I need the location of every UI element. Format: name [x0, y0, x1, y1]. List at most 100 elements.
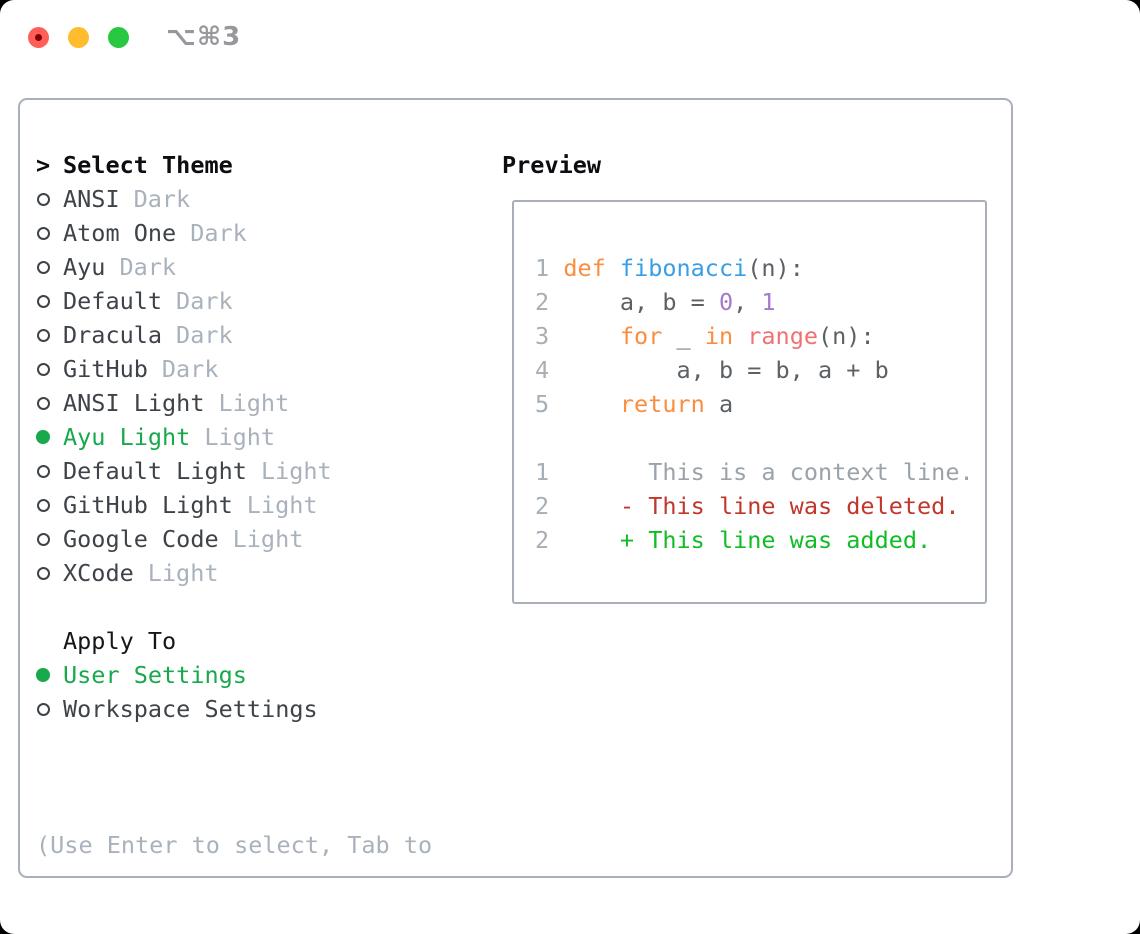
- option-label: User Settings: [63, 661, 247, 689]
- select-theme-title: Select Theme: [63, 151, 233, 179]
- radio-icon: [37, 362, 50, 376]
- close-dot-icon: [35, 34, 42, 41]
- option-label: ANSI Light: [63, 389, 205, 417]
- variant-tag: Dark: [133, 185, 191, 213]
- option-default[interactable]: Default Dark: [36, 284, 432, 318]
- variant-tag: Light: [246, 491, 318, 519]
- token-text: [733, 322, 747, 350]
- variant-tag: Dark: [119, 253, 177, 281]
- variant-tag: Light: [218, 389, 290, 417]
- option-ansi-light[interactable]: ANSI Light Light: [36, 386, 432, 420]
- token-constant: 0: [718, 288, 734, 316]
- radio-icon: [37, 294, 50, 308]
- token-constant: 1: [761, 288, 776, 316]
- code-line: 5 return a: [535, 387, 974, 421]
- variant-tag: Dark: [176, 287, 233, 315]
- variant-tag: Light: [204, 423, 276, 451]
- option-github-light[interactable]: GitHub Light Light: [36, 488, 432, 522]
- radio-icon: [37, 328, 50, 342]
- token-text: [606, 254, 620, 282]
- help-text-line: (Use Enter to select, Tab to: [36, 831, 433, 859]
- token-special: range: [747, 322, 819, 350]
- radio-icon: [37, 566, 50, 580]
- preview-title: Preview: [502, 151, 602, 179]
- code-line: 1 def fibonacci(n):: [535, 251, 974, 285]
- token-text: (n):: [747, 254, 804, 282]
- variant-tag: Dark: [176, 321, 233, 349]
- select-theme-header: > Select Theme: [36, 148, 432, 182]
- token-text: ,: [733, 288, 762, 316]
- option-user-settings[interactable]: User Settings: [36, 658, 432, 692]
- variant-tag: Light: [147, 559, 219, 587]
- radio-icon: [37, 532, 50, 546]
- option-label: Workspace Settings: [63, 695, 318, 723]
- token-text: a, b = b, a + b: [563, 356, 889, 384]
- radio-selected-icon: [36, 430, 50, 444]
- option-label: XCode: [63, 559, 134, 587]
- token-context: This is a context line.: [563, 458, 974, 486]
- token-text: a: [704, 390, 734, 418]
- line-number: 5: [535, 390, 550, 418]
- code-line: 2 a, b = 0, 1: [535, 285, 974, 319]
- diff-line: 2 + This line was added.: [535, 523, 974, 557]
- token-text: a, b =: [563, 288, 719, 316]
- option-label: Atom One: [63, 219, 177, 247]
- option-workspace-settings[interactable]: Workspace Settings: [36, 692, 432, 726]
- variant-tag: Dark: [161, 355, 219, 383]
- token-keyword: in: [704, 322, 734, 350]
- blank-line: [535, 421, 974, 455]
- token-keyword: return: [619, 390, 705, 418]
- focus-arrow-icon: >: [36, 151, 51, 179]
- token-entity: fibonacci: [619, 254, 748, 282]
- option-ansi[interactable]: ANSI Dark: [36, 182, 432, 216]
- option-label: Default: [63, 287, 163, 315]
- option-github[interactable]: GitHub Dark: [36, 352, 432, 386]
- token-deleted: - This line was deleted.: [563, 492, 960, 520]
- minimize-button[interactable]: [68, 27, 89, 48]
- radio-icon: [37, 498, 50, 512]
- apply-to-title: Apply To: [63, 627, 177, 655]
- token-text: (n):: [818, 322, 875, 350]
- line-number: 2: [535, 288, 550, 316]
- close-button[interactable]: [28, 27, 49, 48]
- code-line: 3 for _ in range(n):: [535, 319, 974, 353]
- apply-to-header: Apply To: [36, 624, 432, 658]
- line-number: 3: [535, 322, 550, 350]
- option-xcode[interactable]: XCode Light: [36, 556, 432, 590]
- variant-tag: Light: [232, 525, 304, 553]
- option-ayu[interactable]: Ayu Dark: [36, 250, 432, 284]
- token-text: [563, 390, 620, 418]
- option-label: GitHub Light: [63, 491, 233, 519]
- token-text: _: [662, 322, 705, 350]
- zoom-button[interactable]: [108, 27, 129, 48]
- radio-icon: [37, 226, 50, 240]
- radio-selected-icon: [36, 668, 50, 682]
- help-text: (Use Enter to select, Tab to change focu…: [36, 760, 432, 934]
- spacer: [36, 590, 432, 624]
- window-shortcut-label: ⌥⌘3: [166, 22, 242, 52]
- token-text: [563, 322, 620, 350]
- option-label: Google Code: [63, 525, 219, 553]
- variant-tag: Dark: [190, 219, 247, 247]
- line-number: 2: [535, 492, 550, 520]
- option-google-code[interactable]: Google Code Light: [36, 522, 432, 556]
- radio-icon: [37, 702, 50, 716]
- option-label: ANSI: [63, 185, 120, 213]
- help-text-line: change focus): [36, 930, 432, 934]
- option-label: Ayu: [63, 253, 106, 281]
- radio-icon: [37, 260, 50, 274]
- token-keyword: def: [563, 254, 606, 282]
- option-atom-one[interactable]: Atom One Dark: [36, 216, 432, 250]
- radio-icon: [37, 396, 50, 410]
- option-label: GitHub: [63, 355, 148, 383]
- diff-line: 1 This is a context line.: [535, 455, 974, 489]
